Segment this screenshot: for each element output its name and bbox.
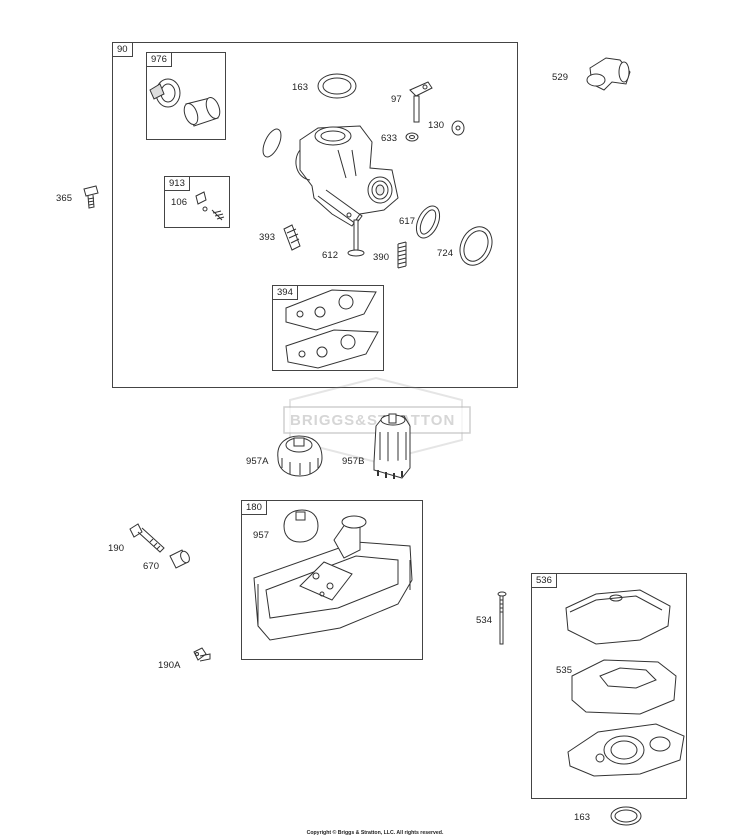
label-529: 529 — [552, 72, 569, 83]
watermark-text: BRIGGS&STRATTON — [290, 412, 456, 429]
label-633: 633 — [381, 133, 398, 144]
fuel-cap-957B-icon — [373, 413, 411, 479]
oring-left-icon — [262, 128, 282, 158]
label-190: 190 — [108, 543, 125, 554]
air-cleaner-base-icon — [567, 723, 685, 777]
label-617: 617 — [399, 216, 416, 227]
label-393: 393 — [259, 232, 276, 243]
needle-393-icon — [283, 224, 301, 251]
foam-filter-535-icon — [571, 659, 677, 715]
pin-612-icon — [347, 219, 365, 257]
copyright-notice: Copyright © Briggs & Stratton, LLC. All … — [306, 830, 444, 836]
group-box-90: 90 — [112, 42, 518, 388]
gasket-163-bottom-icon — [610, 806, 642, 826]
label-534: 534 — [476, 615, 493, 626]
label-365: 365 — [56, 193, 73, 204]
group-tag-536: 536 — [531, 573, 557, 588]
group-box-180: 180 — [241, 500, 423, 660]
group-box-394: 394 — [272, 285, 384, 371]
group-tag-90: 90 — [112, 42, 133, 57]
group-tag-913: 913 — [164, 176, 190, 191]
group-tag-976: 976 — [146, 52, 172, 67]
air-cleaner-cover-icon — [565, 589, 671, 645]
label-97: 97 — [391, 94, 402, 105]
label-535: 535 — [556, 665, 573, 676]
group-box-913: 913 — [164, 176, 230, 228]
label-724: 724 — [437, 248, 454, 259]
fuel-tank-180-icon — [253, 509, 413, 641]
stud-534-icon — [497, 591, 507, 645]
group-tag-180: 180 — [241, 500, 267, 515]
gasket-163-top-icon — [317, 73, 357, 99]
label-390: 390 — [373, 252, 390, 263]
fuel-cap-957A-icon — [277, 435, 323, 477]
needle-913-icon — [195, 191, 225, 221]
label-163-bottom: 163 — [574, 812, 591, 823]
carburetor-body-icon — [295, 125, 399, 227]
screw-365-icon — [83, 185, 99, 209]
elbow-529-icon — [586, 57, 631, 91]
label-670: 670 — [143, 561, 160, 572]
gasket-724-icon — [459, 226, 493, 266]
group-box-976: 976 — [146, 52, 226, 140]
diaphragm-394-icon — [285, 289, 379, 369]
oring-617-icon — [415, 205, 441, 239]
lever-97-icon — [409, 81, 433, 123]
washer-633-icon — [405, 132, 419, 142]
spacer-670-icon — [169, 549, 190, 569]
label-130: 130 — [428, 120, 445, 131]
plate-130-icon — [451, 120, 465, 136]
spring-390-icon — [397, 241, 407, 269]
fitting-976-icon — [149, 78, 221, 127]
screw-190A-icon — [193, 647, 211, 662]
bolt-190-icon — [129, 523, 165, 553]
label-957A: 957A — [246, 456, 269, 467]
label-190A: 190A — [158, 660, 181, 671]
label-957: 957 — [253, 530, 270, 541]
group-box-536: 536 — [531, 573, 687, 799]
label-612: 612 — [322, 250, 339, 261]
label-106: 106 — [171, 197, 188, 208]
label-957B: 957B — [342, 456, 365, 467]
group-tag-394: 394 — [272, 285, 298, 300]
label-163-top: 163 — [292, 82, 309, 93]
